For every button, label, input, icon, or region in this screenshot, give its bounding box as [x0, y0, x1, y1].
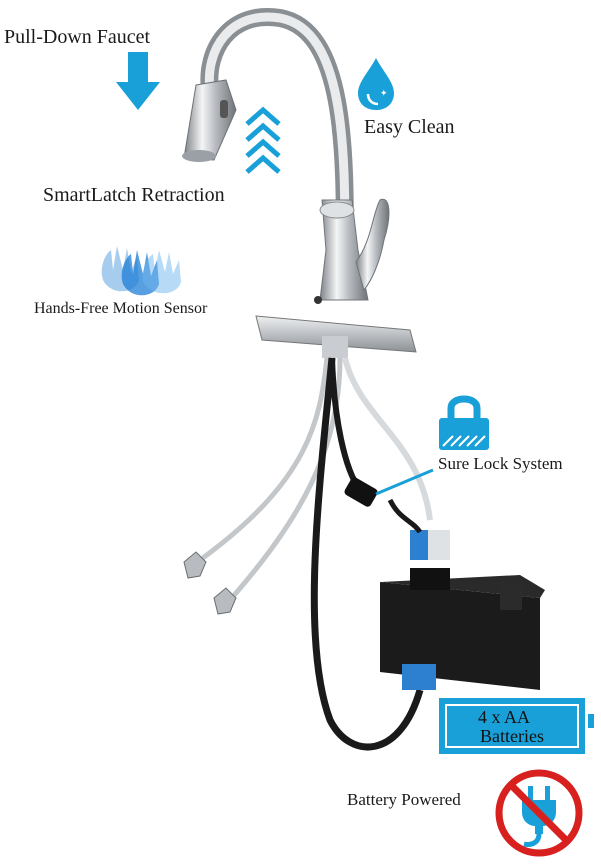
hands-free-sensor-label: Hands-Free Motion Sensor — [34, 300, 208, 317]
battery-count-label: 4 x AA — [477, 707, 530, 727]
battery-type-label: Batteries — [480, 726, 544, 746]
pull-down-faucet-label: Pull-Down Faucet — [4, 26, 151, 48]
battery-badge-frame: 4 x AA Batteries — [445, 704, 579, 748]
chevrons-up-icon — [245, 106, 281, 174]
battery-terminal — [588, 714, 594, 728]
padlock-icon — [439, 395, 489, 450]
no-plug-icon — [495, 769, 583, 857]
arrow-down-icon — [116, 52, 160, 110]
water-drop-icon: ✦ — [358, 58, 394, 110]
sure-lock-label: Sure Lock System — [438, 454, 563, 473]
waving-hand-icon — [101, 246, 181, 296]
smartlatch-retraction-label: SmartLatch Retraction — [43, 184, 225, 206]
svg-text:✦: ✦ — [380, 89, 388, 99]
battery-powered-label: Battery Powered — [347, 790, 461, 809]
easy-clean-label: Easy Clean — [364, 116, 455, 138]
battery-badge: 4 x AA Batteries — [439, 698, 594, 754]
